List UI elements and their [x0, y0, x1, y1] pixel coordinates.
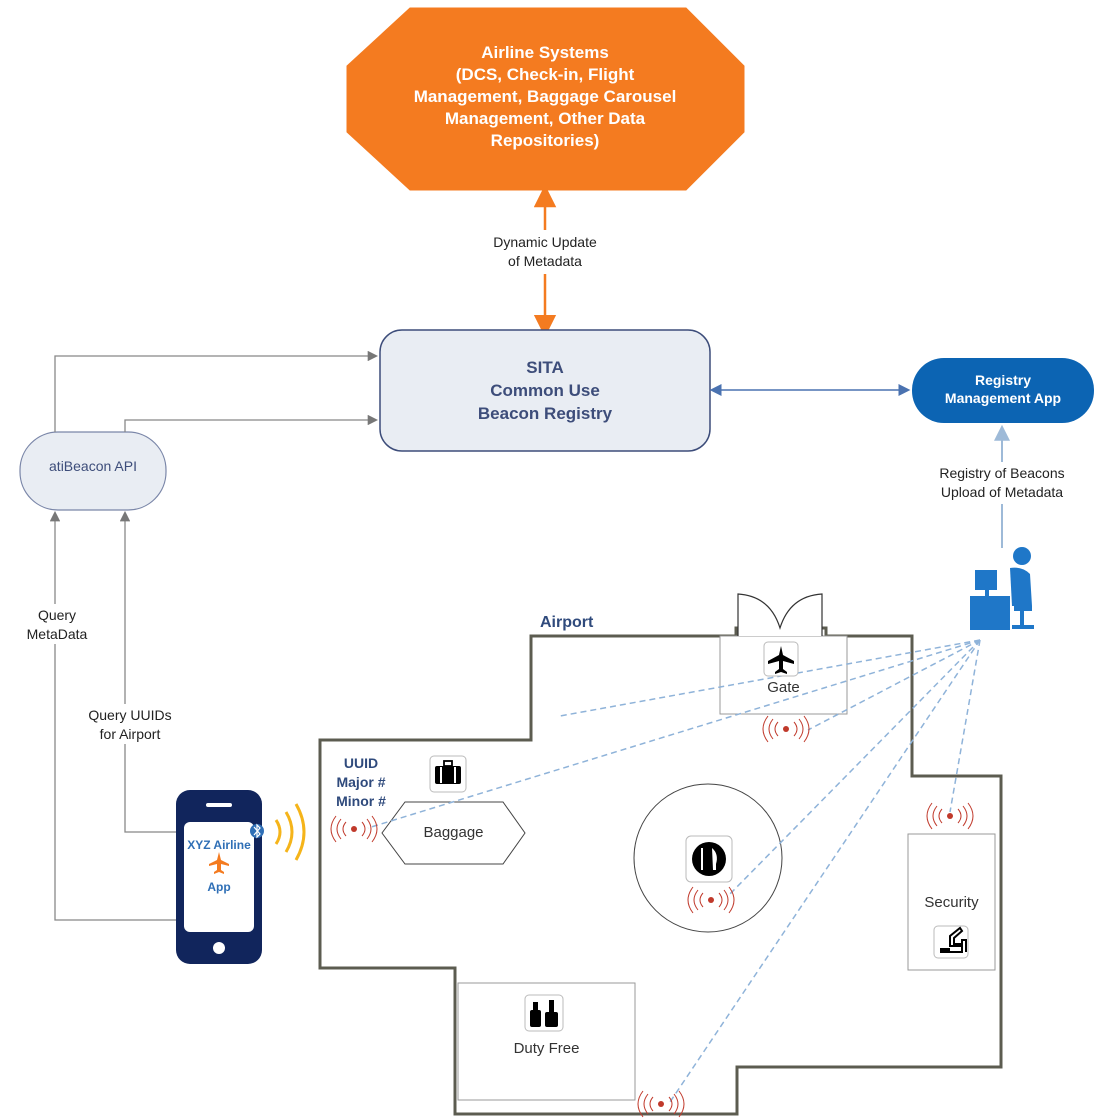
query-metadata-arrow	[49, 510, 176, 921]
beacon-signal-icon	[330, 715, 974, 1118]
duty-free-label: Duty Free	[513, 1040, 580, 1057]
registry-app-line: Registry	[974, 372, 1032, 388]
person-at-desk-icon	[970, 547, 1034, 630]
registry-label: SITA Common Use Beacon Registry	[380, 356, 710, 425]
registry-line: Beacon Registry	[477, 404, 613, 423]
beacon-links	[367, 639, 981, 1103]
query-metadata-line: MetaData	[26, 626, 88, 642]
registry-app-node	[912, 358, 1094, 423]
registry-upload-line: Registry of Beacons	[939, 465, 1065, 481]
query-uuids-label: Query UUIDs for Airport	[74, 706, 186, 744]
gate-doors	[737, 593, 823, 636]
baggage-label: Baggage	[423, 824, 484, 841]
airline-systems-line: Airline Systems	[481, 43, 609, 62]
phone-app-label: App	[207, 880, 231, 894]
registry-upload-label: Registry of Beacons Upload of Metadata	[910, 464, 1094, 502]
atibeacon-api-node	[19, 431, 167, 511]
uuid-line: UUID	[343, 755, 379, 771]
query-metadata-label: Query MetaData	[20, 606, 94, 644]
dynamic-update-line: of Metadata	[508, 253, 582, 269]
suitcase-icon	[429, 755, 467, 793]
airline-systems-node	[346, 7, 745, 191]
uuid-line: Major #	[336, 774, 386, 790]
registry-app-line: Management App	[944, 390, 1062, 406]
dining-icon	[685, 835, 733, 883]
query-uuids-line: Query UUIDs	[88, 707, 172, 723]
atibeacon-to-registry-arrow-1	[54, 350, 379, 432]
atibeacon-to-registry-arrow-2	[124, 414, 379, 432]
bluetooth-icon	[250, 823, 264, 839]
security-label: Security	[924, 894, 979, 911]
gate-label: Gate	[767, 679, 800, 696]
plane-icon	[209, 852, 229, 874]
atibeacon-label: atiBeacon API	[49, 458, 137, 474]
airline-systems-line: Management, Other Data	[444, 109, 646, 128]
bottles-icon	[524, 994, 564, 1032]
query-uuids-line: for Airport	[99, 726, 161, 742]
registry-line: SITA	[526, 358, 564, 377]
query-uuids-arrow	[119, 510, 176, 833]
wireless-signal-icon	[274, 803, 306, 861]
registry-line: Common Use	[490, 381, 600, 400]
airline-systems-line: Repositories)	[490, 131, 600, 150]
airline-systems-line: Management, Baggage Carousel	[413, 87, 677, 106]
dynamic-update-line: Dynamic Update	[493, 234, 597, 250]
phone-device	[176, 790, 262, 964]
baggage-area	[381, 801, 526, 865]
security-scanner-icon	[933, 925, 969, 959]
registry-app-label: Registry Management App	[912, 371, 1094, 407]
registry-upload-line: Upload of Metadata	[940, 484, 1064, 500]
airport-title: Airport	[540, 614, 594, 631]
phone-app-name: XYZ Airline	[187, 838, 251, 852]
airline-systems-line: (DCS, Check-in, Flight	[455, 65, 635, 84]
gate-plane-icon	[763, 641, 799, 677]
query-metadata-line: Query	[37, 607, 77, 623]
uuid-line: Minor #	[336, 793, 386, 809]
dynamic-update-label: Dynamic Update of Metadata	[470, 233, 620, 271]
airline-systems-label: Airline Systems (DCS, Check-in, Flight M…	[350, 42, 740, 152]
uuid-info-label: UUID Major # Minor #	[326, 754, 396, 811]
